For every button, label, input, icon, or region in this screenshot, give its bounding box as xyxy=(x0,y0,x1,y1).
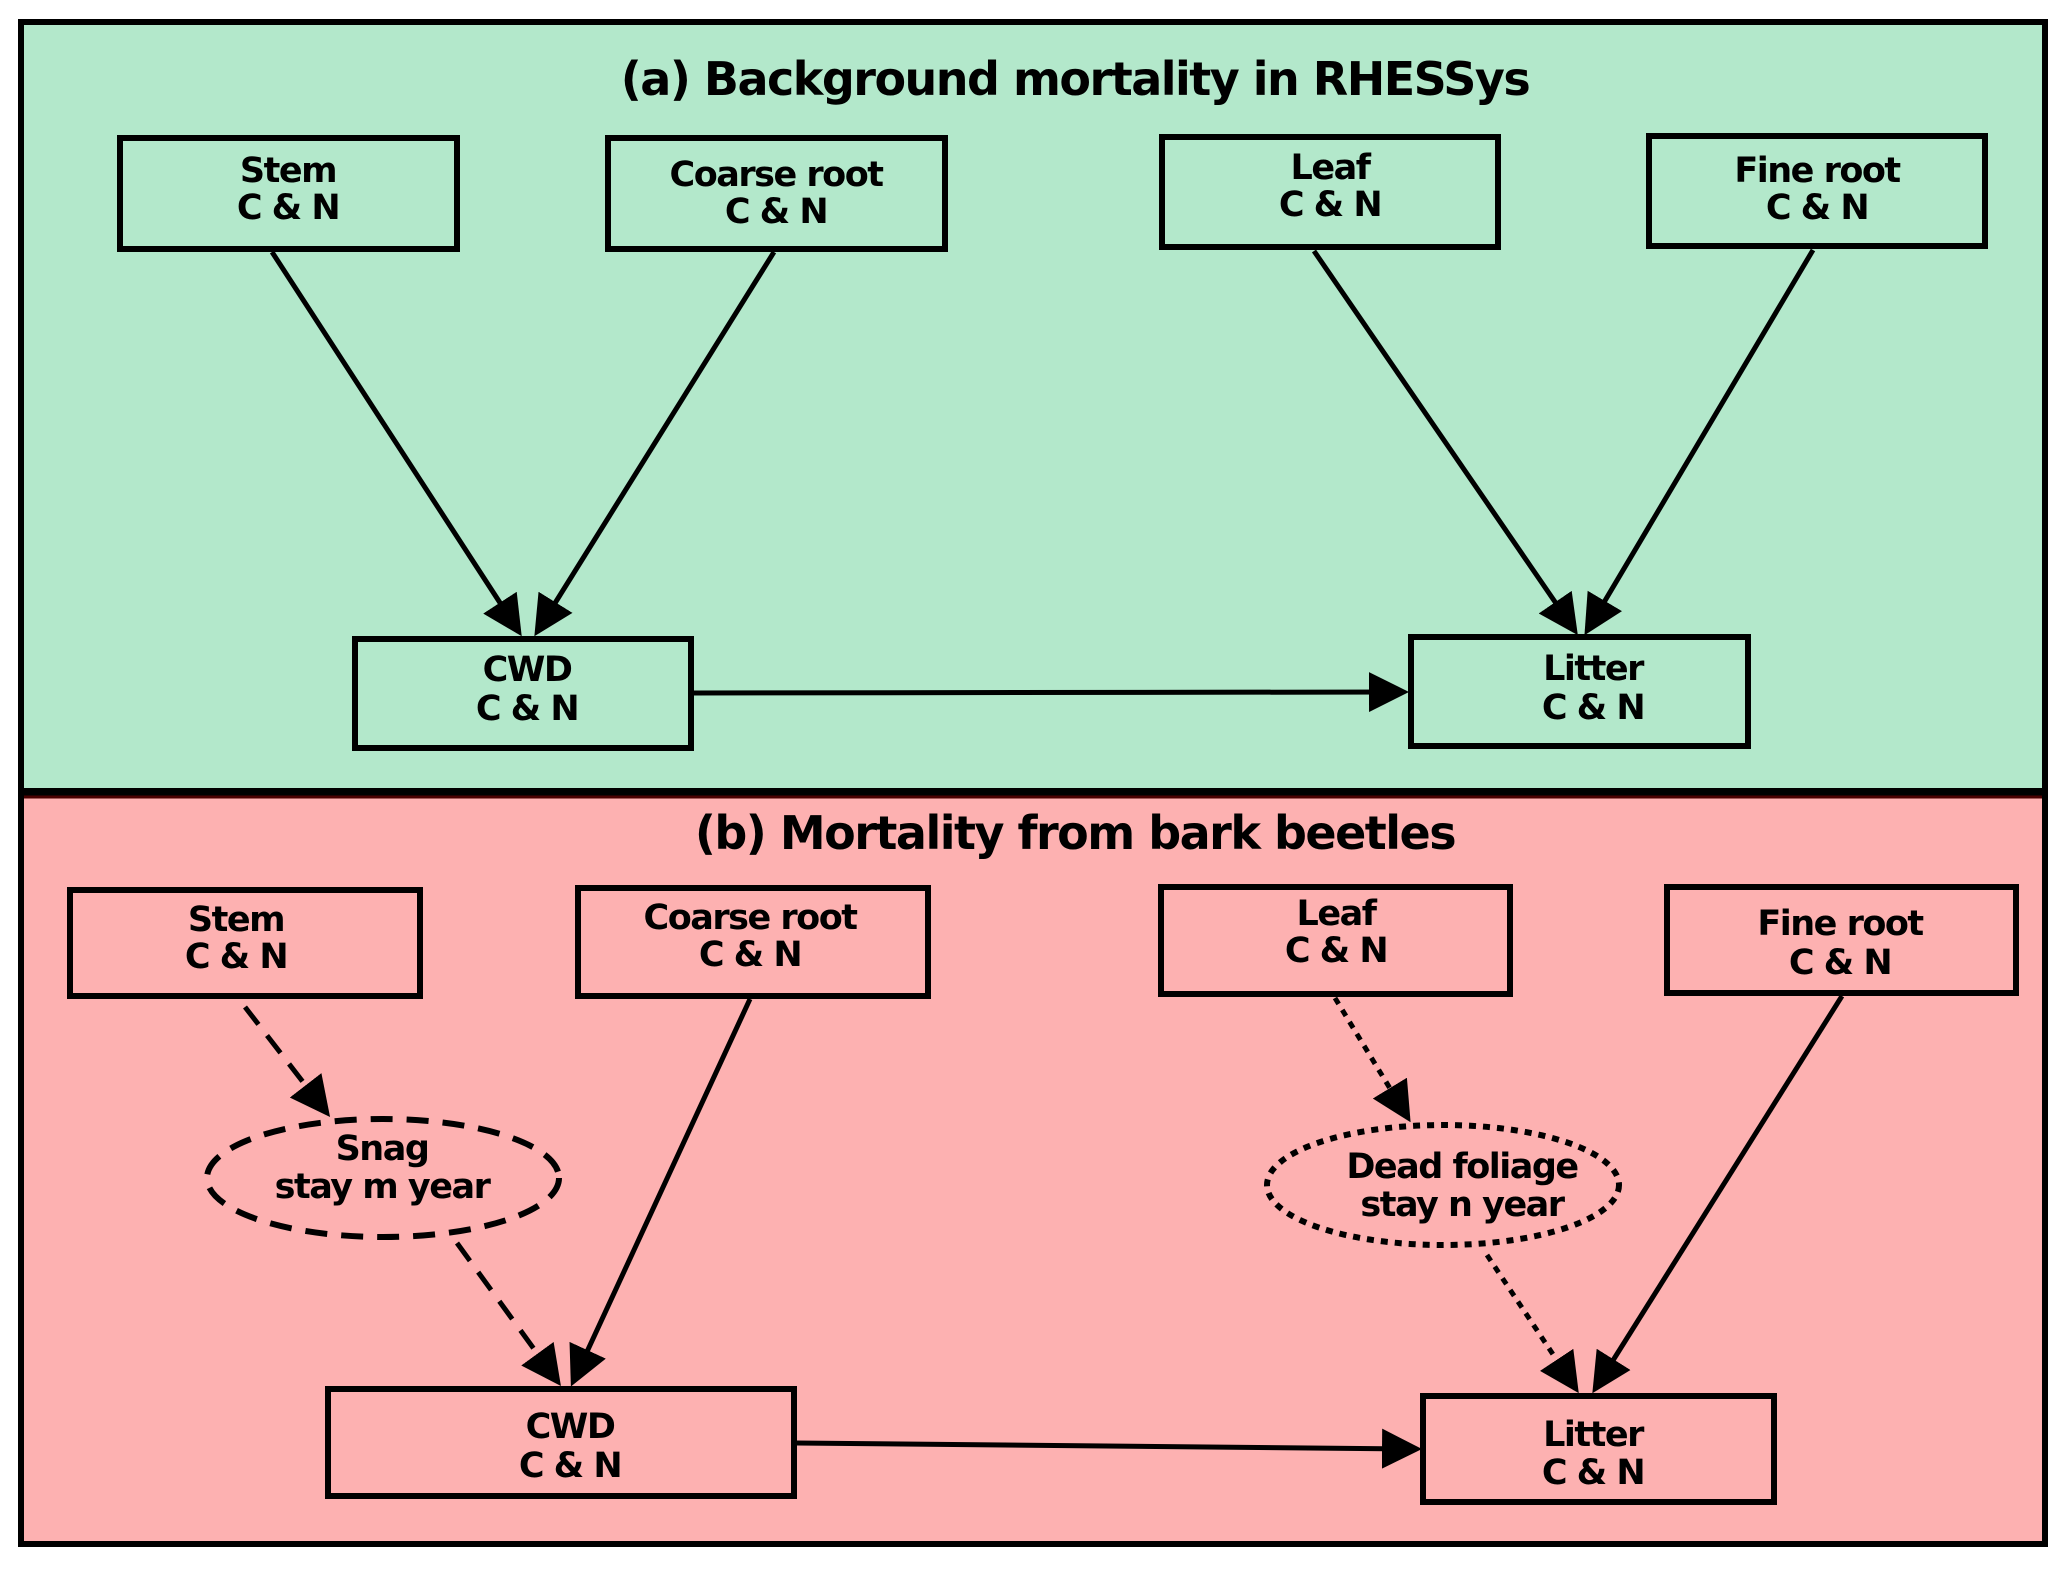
edge-a-coarse-root-to-cwd xyxy=(534,250,777,637)
node-b-dead-foliage-label-2: stay n year xyxy=(1360,1185,1565,1225)
node-a-coarse-root: Coarse root C & N xyxy=(605,135,948,252)
edge-a-cwd-to-litter xyxy=(692,672,1409,713)
node-b-snag: Snag stay m year xyxy=(204,1116,562,1240)
node-a-stem-label-1: Stem xyxy=(240,151,336,191)
node-a-leaf-label-1: Leaf xyxy=(1291,148,1372,188)
node-b-litter-label-2: C & N xyxy=(1542,1453,1644,1493)
edge-b-leaf-to-dead-foliage xyxy=(1332,996,1411,1123)
node-b-cwd: CWD C & N xyxy=(325,1386,797,1499)
node-a-fine-root: Fine root C & N xyxy=(1646,133,1988,249)
node-b-leaf: Leaf C & N xyxy=(1158,884,1513,997)
edge-b-snag-to-cwd xyxy=(454,1241,561,1387)
node-a-fine-root-label-1: Fine root xyxy=(1734,151,1900,191)
node-a-stem-label-2: C & N xyxy=(237,188,339,228)
node-b-cwd-label-2: C & N xyxy=(519,1446,621,1486)
node-b-snag-label-1: Snag xyxy=(336,1129,429,1169)
edge-b-coarse-root-to-cwd xyxy=(569,997,753,1387)
node-b-dead-foliage: Dead foliage stay n year xyxy=(1264,1122,1622,1248)
panel-a: (a) Background mortality in RHESSys Stem… xyxy=(117,52,1988,751)
node-b-cwd-label-1: CWD xyxy=(526,1407,615,1447)
panel-b-title: (b) Mortality from bark beetles xyxy=(695,806,1455,860)
edge-a-leaf-to-litter xyxy=(1311,249,1578,636)
node-a-litter-label-2: C & N xyxy=(1542,688,1644,728)
node-b-dead-foliage-label-1: Dead foliage xyxy=(1346,1147,1578,1187)
node-b-fine-root-label-1: Fine root xyxy=(1757,904,1923,944)
edge-b-stem-to-snag xyxy=(243,1005,331,1117)
node-b-stem-label-2: C & N xyxy=(185,937,287,977)
node-a-cwd-label-2: C & N xyxy=(476,689,578,729)
node-a-cwd: CWD C & N xyxy=(352,636,694,751)
node-a-litter: Litter C & N xyxy=(1408,634,1751,749)
node-b-litter-label-1: Litter xyxy=(1543,1415,1645,1455)
node-b-leaf-label-1: Leaf xyxy=(1297,894,1378,934)
edge-a-stem-to-cwd xyxy=(269,250,522,637)
node-b-coarse-root-label-2: C & N xyxy=(699,935,801,975)
panel-b-background xyxy=(21,792,2045,1544)
edge-b-cwd-to-litter xyxy=(795,1428,1422,1469)
node-a-leaf: Leaf C & N xyxy=(1159,134,1501,250)
node-a-stem: Stem C & N xyxy=(117,135,460,252)
node-b-coarse-root-label-1: Coarse root xyxy=(644,898,858,938)
node-b-fine-root-label-2: C & N xyxy=(1789,943,1891,983)
node-a-coarse-root-label-2: C & N xyxy=(725,192,827,232)
node-b-snag-label-2: stay m year xyxy=(275,1167,492,1207)
panel-a-background xyxy=(21,22,2045,792)
node-b-stem-label-1: Stem xyxy=(188,900,284,940)
node-b-leaf-label-2: C & N xyxy=(1285,931,1387,971)
node-b-fine-root: Fine root C & N xyxy=(1664,884,2019,996)
edge-b-fine-root-to-litter xyxy=(1592,994,1845,1394)
node-a-leaf-label-2: C & N xyxy=(1279,185,1381,225)
panel-b: (b) Mortality from bark beetles Stem C &… xyxy=(67,806,2019,1505)
outer-frame xyxy=(18,19,2048,1547)
node-a-litter-label-1: Litter xyxy=(1543,649,1645,689)
panel-a-title: (a) Background mortality in RHESSys xyxy=(621,52,1530,106)
node-a-cwd-label-1: CWD xyxy=(483,650,572,690)
node-a-coarse-root-label-1: Coarse root xyxy=(670,155,884,195)
node-a-fine-root-label-2: C & N xyxy=(1766,188,1868,228)
node-b-stem: Stem C & N xyxy=(67,887,423,999)
node-b-litter: Litter C & N xyxy=(1420,1393,1777,1505)
node-b-coarse-root: Coarse root C & N xyxy=(575,885,931,999)
edge-a-fine-root-to-litter xyxy=(1584,248,1816,636)
